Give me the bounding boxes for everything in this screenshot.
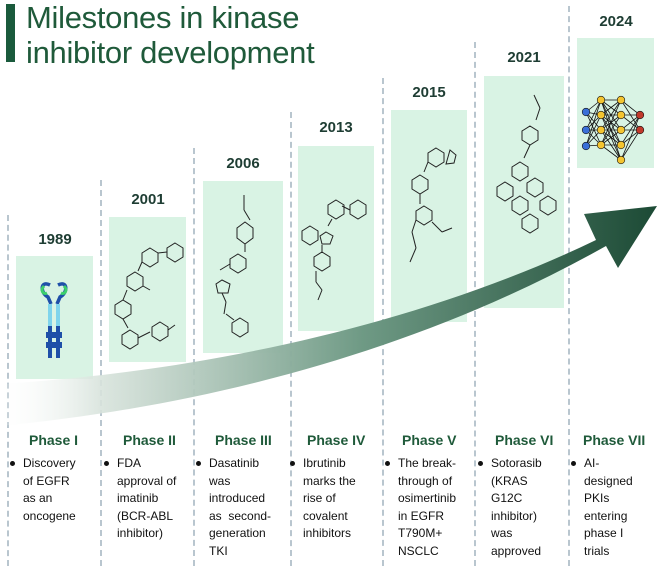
phase-label: Phase VII xyxy=(583,432,646,448)
phase-label: Phase II xyxy=(123,432,176,448)
description-line: was xyxy=(491,526,513,540)
description-line: (KRAS xyxy=(491,473,528,488)
dasatinib-structure-icon xyxy=(215,195,254,338)
description-line: covalent xyxy=(303,508,348,523)
year-label: 2001 xyxy=(131,191,165,208)
description-line: generation xyxy=(209,526,266,540)
description-line: AI- xyxy=(584,456,600,470)
description-line: T790M+ xyxy=(398,526,443,540)
phase-label: Phase I xyxy=(29,432,79,448)
description-line: osimertinib xyxy=(398,491,457,505)
milestone-description: The break- through of osimertinib in EGF… xyxy=(384,455,474,560)
column-divider xyxy=(568,6,570,566)
description-line: in EGFR xyxy=(398,508,445,523)
page-title: Milestones in kinase inhibitor developme… xyxy=(26,0,315,70)
description-line: of EGFR xyxy=(23,473,70,488)
description-line: imatinib xyxy=(117,491,159,505)
description-line: phase I xyxy=(584,526,624,540)
column-divider xyxy=(193,148,195,566)
description-line: marks the xyxy=(303,473,356,488)
year-label: 1989 xyxy=(38,231,72,248)
description-line: The break- xyxy=(398,456,457,470)
description-line: TKI xyxy=(209,543,228,558)
neural-network-icon xyxy=(581,95,645,165)
description-line: Dasatinib xyxy=(209,456,260,470)
description-line: rise of xyxy=(303,491,336,505)
year-label: 2013 xyxy=(319,119,353,136)
milestone-description: FDA approval of imatinib (BCR-ABL inhibi… xyxy=(103,455,191,543)
phase-label: Phase VI xyxy=(495,432,554,448)
phase-label: Phase IV xyxy=(307,432,366,448)
description-line: NSCLC xyxy=(398,543,439,558)
egfr-receptor-icon xyxy=(40,282,68,358)
milestone-description: Ibrutinib marks the rise of covalent inh… xyxy=(289,455,379,543)
description-line: inhibitors xyxy=(303,526,352,540)
osimertinib-structure-icon xyxy=(409,147,457,263)
panel-2013 xyxy=(298,146,374,331)
description-bullet: Ibrutinib marks the rise of covalent inh… xyxy=(289,455,379,543)
milestone-description: Sotorasib (KRAS G12C inhibitor) was appr… xyxy=(477,455,565,560)
title-line-1: Milestones in kinase xyxy=(26,0,300,35)
panel-2015 xyxy=(391,110,467,322)
year-label: 2024 xyxy=(599,13,633,30)
sotorasib-structure-icon xyxy=(496,94,557,234)
description-line: as an xyxy=(23,491,53,505)
description-bullet: The break- through of osimertinib in EGF… xyxy=(384,455,474,560)
timeline-arrow xyxy=(0,206,657,426)
description-line: FDA xyxy=(117,456,141,470)
description-line: introduced xyxy=(209,491,266,505)
panel-2006 xyxy=(203,181,283,353)
description-bullet: Discovery of EGFR as an oncogene xyxy=(9,455,97,525)
milestone-description: AI- designed PKIs entering phase I trial… xyxy=(570,455,655,560)
title-accent-bar xyxy=(6,4,15,62)
description-line: Ibrutinib xyxy=(303,456,346,470)
description-line: Sotorasib xyxy=(491,456,542,470)
description-bullet: AI- designed PKIs entering phase I trial… xyxy=(570,455,655,560)
title-line-2: inhibitor development xyxy=(26,35,315,70)
column-divider xyxy=(100,180,102,566)
year-label: 2006 xyxy=(226,155,260,172)
ibrutinib-structure-icon xyxy=(301,199,367,301)
column-divider xyxy=(290,112,292,566)
panel-1989 xyxy=(16,256,93,379)
phase-label: Phase III xyxy=(215,432,272,448)
description-bullet: Dasatinib was introduced as second- gene… xyxy=(195,455,290,560)
description-bullet: Sotorasib (KRAS G12C inhibitor) was appr… xyxy=(477,455,565,560)
description-line: (BCR-ABL xyxy=(117,508,174,523)
description-line: inhibitor) xyxy=(491,508,538,523)
description-line: Discovery xyxy=(23,456,76,470)
description-line: PKIs xyxy=(584,491,610,505)
description-line: through of xyxy=(398,473,453,488)
year-label: 2021 xyxy=(507,49,541,66)
milestone-description: Discovery of EGFR as an oncogene xyxy=(9,455,97,525)
description-line: approved xyxy=(491,543,542,558)
imatinib-structure-icon xyxy=(114,242,184,350)
description-bullet: FDA approval of imatinib (BCR-ABL inhibi… xyxy=(103,455,191,543)
description-line: designed xyxy=(584,473,633,488)
phase-label: Phase V xyxy=(402,432,457,448)
description-line: trials xyxy=(584,543,610,558)
description-line: G12C xyxy=(491,491,523,505)
description-line: entering xyxy=(584,508,628,523)
description-line: was xyxy=(209,473,231,488)
description-line: inhibitor) xyxy=(117,526,164,540)
description-line: oncogene xyxy=(23,508,76,523)
description-line: as second- xyxy=(209,508,272,523)
milestone-description: Dasatinib was introduced as second- gene… xyxy=(195,455,290,560)
year-label: 2015 xyxy=(412,84,446,101)
description-line: approval of xyxy=(117,473,177,488)
